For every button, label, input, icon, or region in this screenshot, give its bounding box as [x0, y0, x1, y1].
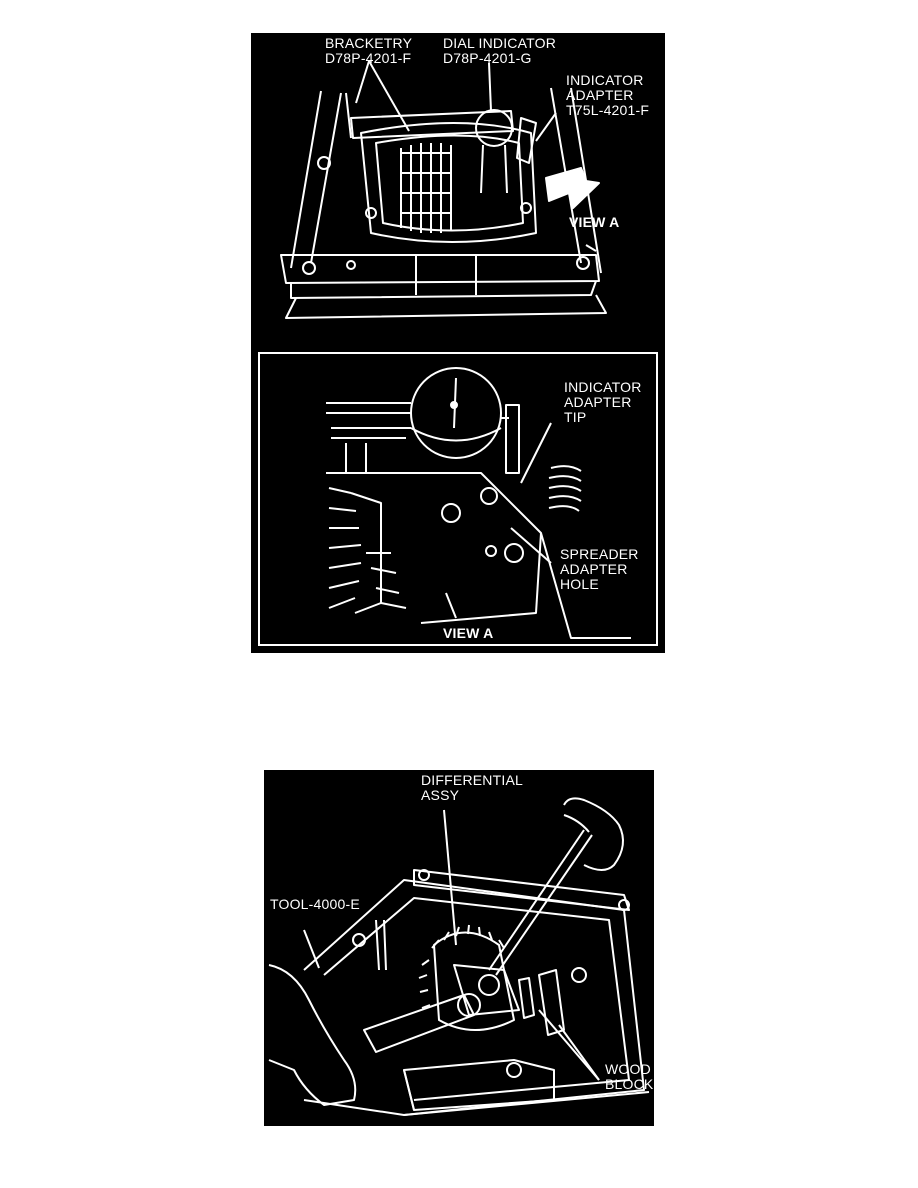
bottom-figure-panel: DIFFERENTIAL ASSY TOOL-4000-E WOOD BLOCK… — [264, 770, 663, 1126]
label-indicator-adapter-1: INDICATOR — [566, 72, 644, 88]
label-tool: TOOL-4000-E — [270, 896, 360, 912]
label-bracketry-part: D78P-4201-F — [325, 50, 412, 66]
label-indicator-adapter-2: ADAPTER — [566, 87, 634, 103]
label-dial-indicator: DIAL INDICATOR — [443, 35, 557, 51]
top-figure-panel: BRACKETRY D78P-4201-F DIAL INDICATOR D78… — [251, 33, 665, 653]
label-view-a-top: VIEW A — [569, 214, 620, 230]
label-tip-3: TIP — [564, 409, 587, 425]
label-view-a-inset: VIEW A — [443, 625, 494, 641]
label-indicator-adapter-part: T75L-4201-F — [566, 102, 650, 118]
label-differential-2: ASSY — [421, 787, 460, 803]
top-figure-drawing — [258, 60, 658, 646]
label-hole-1: SPREADER — [560, 546, 639, 562]
bottom-figure-drawing — [268, 797, 650, 1116]
label-differential-1: DIFFERENTIAL — [421, 772, 523, 788]
label-tip-2: ADAPTER — [564, 394, 632, 410]
label-bracketry: BRACKETRY — [325, 35, 413, 51]
label-hole-2: ADAPTER — [560, 561, 628, 577]
label-tip-1: INDICATOR — [564, 379, 642, 395]
label-dial-indicator-part: D78P-4201-G — [443, 50, 532, 66]
label-wood-2: BLOCKS — [605, 1076, 663, 1092]
label-wood-1: WOOD — [605, 1061, 651, 1077]
label-hole-3: HOLE — [560, 576, 599, 592]
